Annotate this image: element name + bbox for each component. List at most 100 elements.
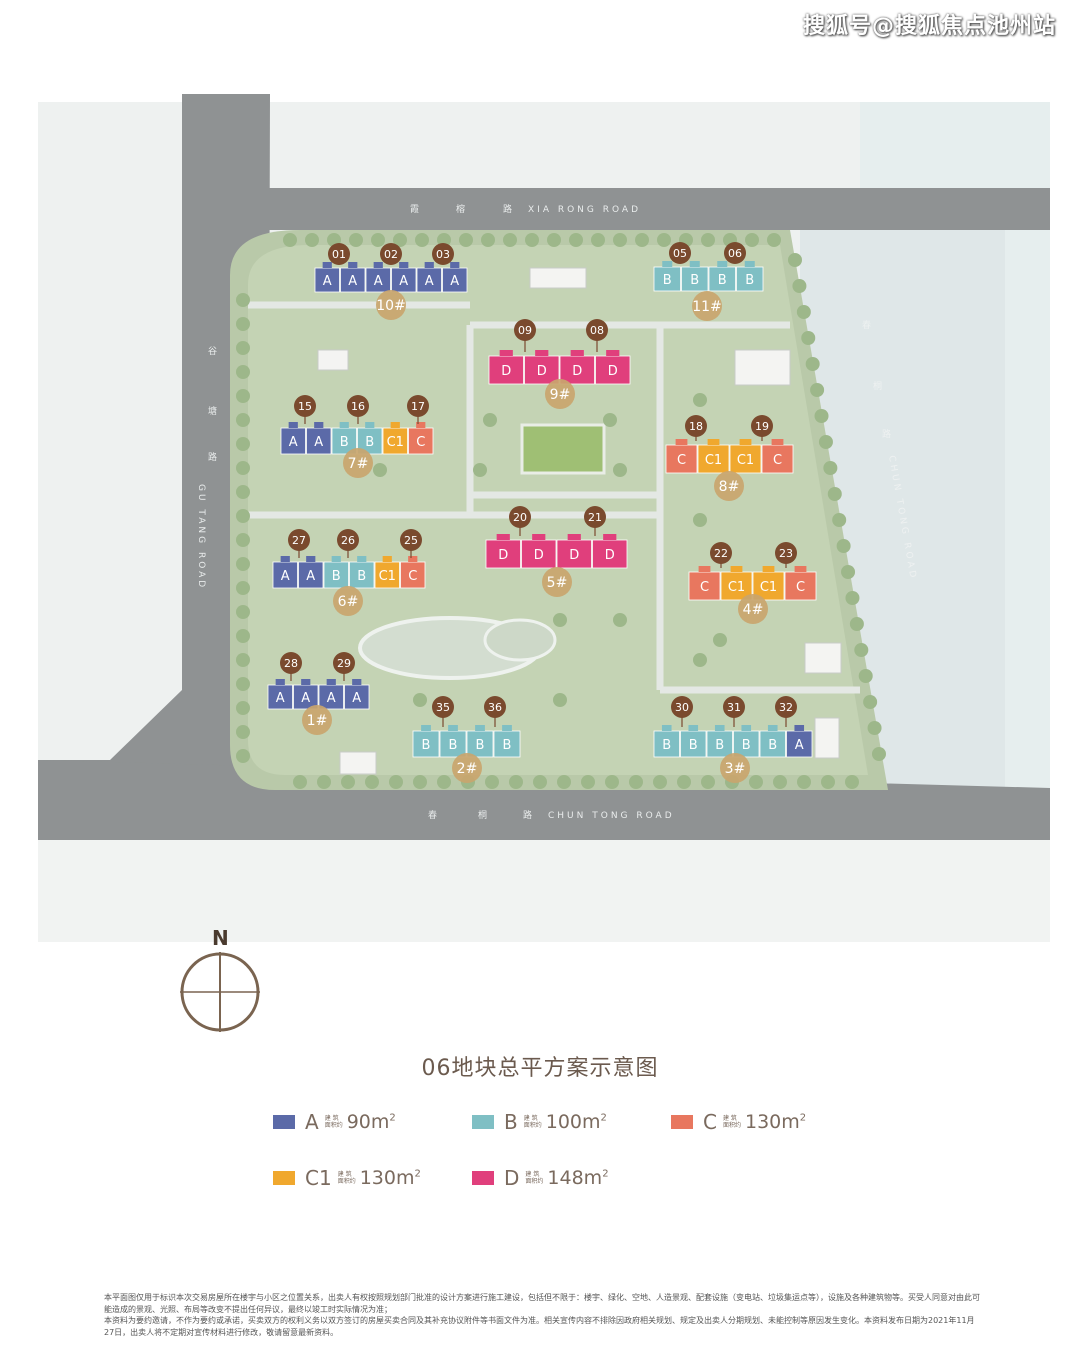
tree-icon [653,775,667,789]
unit-tag-label: 29 [337,657,351,670]
unit-tag-label: 19 [755,420,769,433]
unit-tag [723,696,745,718]
unit-notch [767,725,778,731]
building-number-badge [692,291,722,321]
unit-tag-label: 09 [518,324,532,337]
legend-swatch-c [671,1115,693,1129]
unit-label: B [663,273,672,288]
tree-icon [613,233,627,247]
unit-a [306,427,332,455]
unit-a [314,267,340,293]
unit-tag-label: 32 [779,701,793,714]
building-number-badge [302,705,332,735]
tree-icon [863,695,878,709]
legend-area-sup-d: 2 [602,1168,609,1180]
unit-d [524,355,560,385]
unit-label: D [498,548,508,563]
tree-icon [236,677,250,691]
tree-icon [871,747,886,761]
unit-notch [730,566,743,572]
legend-area-a: 90m2 [347,1111,396,1133]
legend-tiny2-a: 面积约 [324,1122,343,1129]
unit-notch [688,725,699,731]
unit-notch [365,422,375,428]
unit-label: B [365,435,374,450]
unit-a [365,267,391,293]
unit-label: B [690,273,699,288]
legend-code-a: A [305,1110,319,1134]
building-number-label: 7# [348,456,369,472]
unit-label: C1 [737,453,754,468]
unit-label: D [501,364,511,379]
unit-tag-label: 18 [689,420,703,433]
tree-icon [773,775,787,789]
unit-c [688,571,721,601]
tree-icon [796,305,811,319]
unit-notch [567,534,581,540]
legend-area-sup-b: 2 [600,1112,607,1124]
tree-icon [858,669,873,683]
unit-tag [669,242,691,264]
building-number-badge [720,753,750,783]
building-number-badge [545,379,575,409]
tree-icon [483,413,497,427]
legend-tiny1-d: 建 筑 [525,1171,540,1178]
legend-item-c1: C1 建 筑面积约 130m2 [273,1166,421,1190]
unit-tag [710,542,732,564]
unit-tag [685,415,707,437]
unit-notch [373,262,383,268]
unit-d [556,539,592,569]
legend-tiny-c: 建 筑面积约 [723,1115,741,1129]
legend-tiny2-c1: 面积约 [337,1178,356,1185]
unit-notch [301,679,311,685]
unit-label: A [306,569,315,584]
tree-icon [413,693,427,707]
unit-notch [570,350,584,356]
road-label-bottom-cn1: 春 [428,809,440,821]
tree-icon [810,383,825,397]
tree-icon [371,233,385,247]
unit-tag-label: 28 [284,657,298,670]
unit-label: A [323,274,332,289]
tree-icon [553,693,567,707]
unit-notch [382,556,392,562]
unit-a [442,267,468,293]
unit-d [521,539,557,569]
tree-icon [845,775,859,789]
tree-icon [459,233,473,247]
unit-label: A [289,435,298,450]
unit-tag-label: 26 [341,534,355,547]
tree-icon [503,233,517,247]
tree-icon [693,653,707,667]
unit-label: A [348,274,357,289]
unit-notch [306,556,316,562]
unit-b [736,266,764,292]
unit-notch [794,725,805,731]
unit-tag-label: 25 [404,534,418,547]
tree-icon [533,775,547,789]
unit-label: B [503,738,512,753]
unit-label: B [745,273,754,288]
road-label-left-en: GU TANG ROAD [196,484,206,590]
tree-icon [841,565,856,579]
building-number-label: 2# [457,761,478,777]
unit-b [349,561,375,589]
tree-icon [605,775,619,789]
tree-icon [236,509,250,523]
unit-c [400,561,426,589]
unit-tag-label: 22 [714,547,728,560]
unit-tag [432,243,454,265]
road-label-left-cn2: 塘 [208,405,220,417]
unit-label: D [534,548,544,563]
